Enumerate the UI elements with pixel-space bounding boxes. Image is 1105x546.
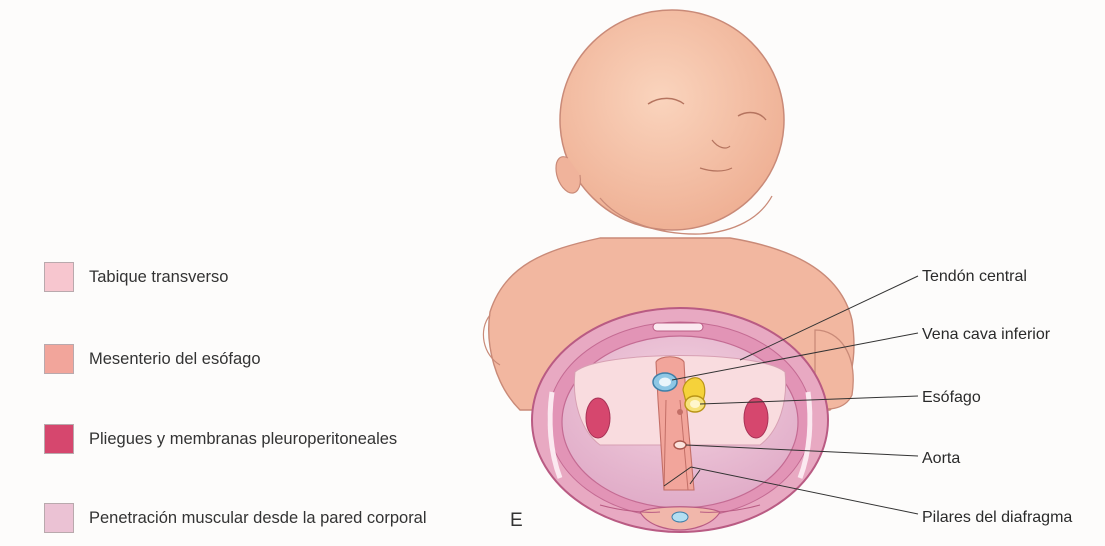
aorta-branch-dot (677, 409, 683, 415)
pleuroperitoneal-right (744, 398, 768, 438)
callout-vena-cava-inferior: Vena cava inferior (922, 326, 1051, 343)
vena-cava-lumen (659, 378, 671, 387)
callout-esofago: Esófago (922, 389, 981, 406)
spinal-canal (672, 512, 688, 522)
body-wall-slot-top (653, 323, 703, 331)
panel-letter: E (510, 510, 523, 532)
callout-tendon-central: Tendón central (922, 268, 1027, 285)
aorta (674, 441, 686, 449)
esophagus-lumen (690, 400, 700, 408)
callout-pilares-del-diafragma: Pilares del diafragma (922, 509, 1072, 526)
callout-aorta: Aorta (922, 450, 960, 467)
embryo-head (560, 10, 784, 230)
pleuroperitoneal-left (586, 398, 610, 438)
